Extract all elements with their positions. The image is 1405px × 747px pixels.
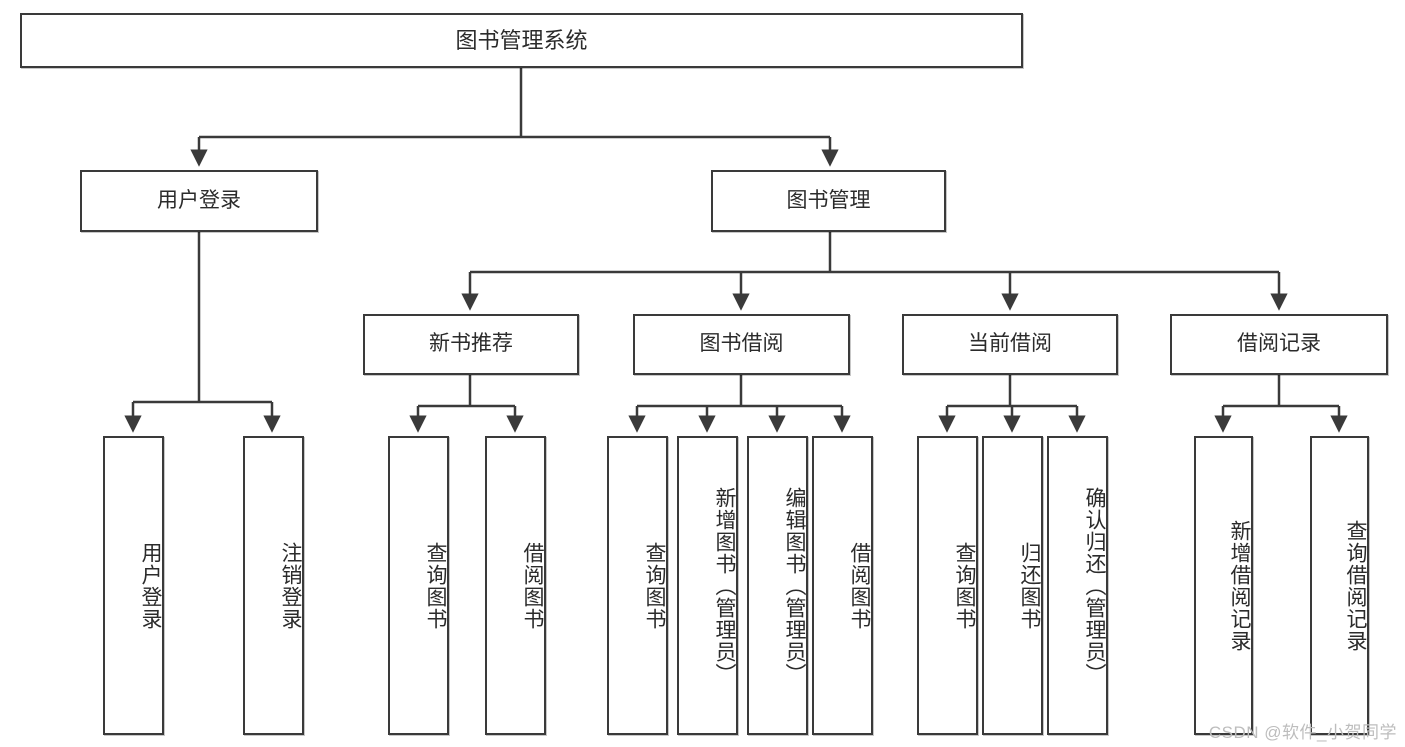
leaf-record-query-record[interactable]: 查询借阅记录 [1310,436,1369,735]
node-borrow-record[interactable]: 借阅记录 [1170,314,1388,375]
node-label: 查询借阅记录 [1344,519,1367,652]
node-book-management[interactable]: 图书管理 [711,170,946,232]
leaf-new-book-borrow-book[interactable]: 借阅图书 [485,436,546,735]
leaf-current-confirm-return-admin[interactable]: 确认归还（管理员） [1047,436,1108,735]
leaf-current-return-book[interactable]: 归还图书 [982,436,1043,735]
node-label: 用户登录 [157,188,241,212]
node-label: 编辑图书（管理员） [783,486,806,685]
node-label: 确认归还（管理员） [1083,486,1106,685]
leaf-user-login-logout[interactable]: 注销登录 [243,436,304,735]
node-label: 查询图书 [953,541,976,630]
node-label: 注销登录 [279,541,302,630]
leaf-borrow-borrow-book[interactable]: 借阅图书 [812,436,873,735]
node-label: 新增图书（管理员） [713,486,736,685]
node-book-borrow[interactable]: 图书借阅 [633,314,850,375]
node-user-login[interactable]: 用户登录 [80,170,318,232]
node-label: 当前借阅 [968,332,1052,356]
node-current-borrow[interactable]: 当前借阅 [902,314,1118,375]
node-root-system[interactable]: 图书管理系统 [20,13,1023,68]
leaf-current-query-book[interactable]: 查询图书 [917,436,978,735]
node-label: 查询图书 [424,541,447,630]
node-label: 借阅记录 [1237,332,1321,356]
node-label: 新增借阅记录 [1228,519,1251,652]
node-label: 借阅图书 [521,541,544,630]
leaf-user-login-login[interactable]: 用户登录 [103,436,164,735]
node-label: 归还图书 [1018,541,1041,630]
node-label: 借阅图书 [848,541,871,630]
leaf-borrow-query-book[interactable]: 查询图书 [607,436,668,735]
node-label: 图书管理系统 [455,27,588,53]
leaf-borrow-add-book-admin[interactable]: 新增图书（管理员） [677,436,738,735]
node-label: 图书借阅 [699,332,784,356]
leaf-borrow-edit-book-admin[interactable]: 编辑图书（管理员） [747,436,808,735]
leaf-record-add-record[interactable]: 新增借阅记录 [1194,436,1253,735]
leaf-new-book-query-book[interactable]: 查询图书 [388,436,449,735]
node-label: 新书推荐 [429,332,513,356]
node-new-book-recommend[interactable]: 新书推荐 [363,314,579,375]
node-label: 查询图书 [643,541,666,630]
node-label: 用户登录 [139,541,162,630]
watermark: CSDN @软件_小贺同学 [1208,723,1397,742]
node-label: 图书管理 [786,188,871,212]
